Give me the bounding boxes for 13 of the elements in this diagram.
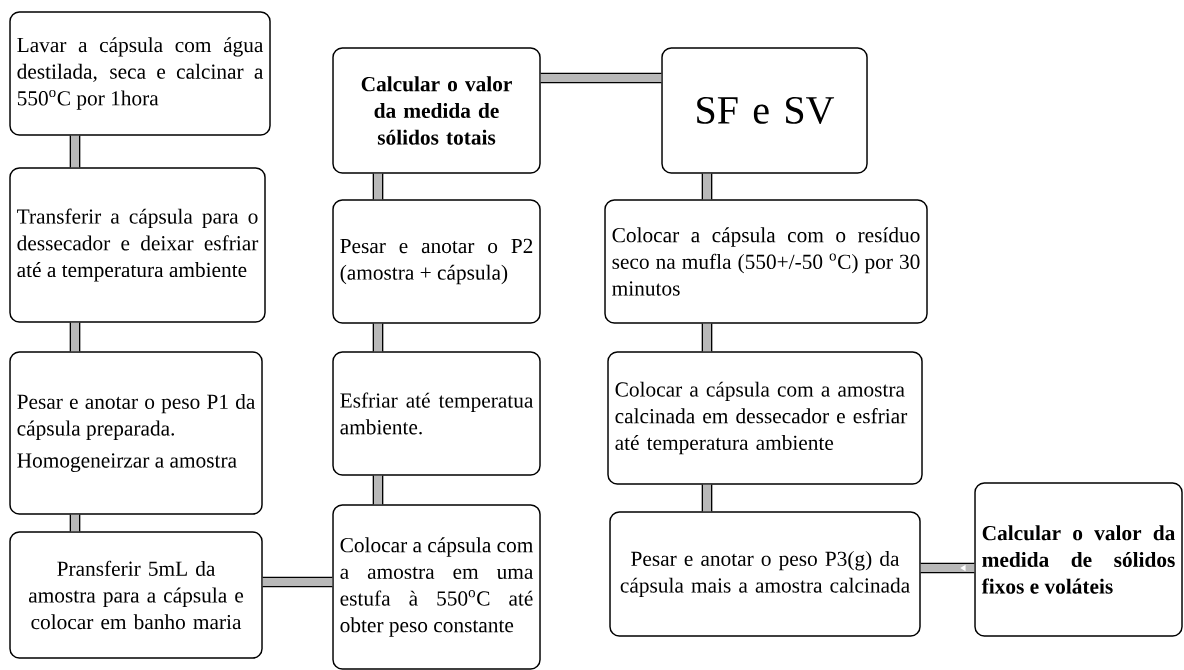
- process-box: Pransferir 5mL da amostra para a cápsula e colocar em banho maria: [9, 531, 263, 659]
- process-box: Pesar e anotar o peso P1 da cápsula preparada. Homogeneirzar a amostra: [9, 351, 263, 515]
- process-box: Colocar a cápsula com o resíduo seco na mufla (550+/-50 $^{o}$C) por 30 minutos: [604, 199, 928, 324]
- process-box: SF e SV: [661, 47, 868, 174]
- process-box: Colocar a cápsula com a amostra calcinada em dessecador e esfriar até temperatura ambiente: [607, 351, 923, 485]
- process-box: Esfriar até temperatua ambiente.: [332, 351, 541, 476]
- process-box: Lavar a cápsula com água destilada, seca e calcinar a 550$^{o}$C por 1hora: [9, 11, 271, 136]
- process-box: Transferir a cápsula para o dessecador e deixar esfriar até a temperatura ambiente: [9, 167, 266, 323]
- process-box: Calcular o valor da medida de sólidos totais: [332, 47, 541, 174]
- process-box: Pesar e anotar o peso P3(g) da cápsula mais a amostra calcinada: [609, 511, 921, 637]
- process-box: Colocar a cápsula com a amostra em uma estufa à 550$^{o}$C até obter peso constante: [332, 504, 541, 670]
- process-box: Pesar e anotar o P2 (amostra + cápsula): [332, 199, 541, 324]
- process-box: Calcular o valor da medida de sólidos fixos e voláteis: [974, 482, 1183, 637]
